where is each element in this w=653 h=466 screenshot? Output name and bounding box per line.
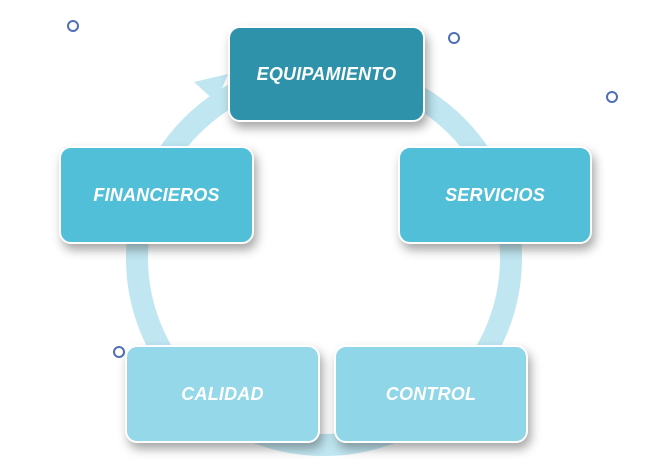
node-financieros: FINANCIEROS (59, 146, 254, 244)
node-label: SERVICIOS (445, 184, 545, 205)
decorative-dot (113, 346, 125, 358)
node-servicios: SERVICIOS (398, 146, 592, 244)
node-calidad: CALIDAD (125, 345, 320, 443)
node-label: EQUIPAMIENTO (256, 63, 397, 84)
decorative-dot (606, 91, 618, 103)
cycle-arrowhead (194, 74, 228, 102)
node-control: CONTROL (334, 345, 528, 443)
decorative-dot (67, 20, 79, 32)
node-label: CONTROL (385, 383, 477, 404)
node-label: CALIDAD (181, 383, 264, 404)
node-equipamiento: EQUIPAMIENTO (228, 26, 425, 122)
decorative-dot (448, 32, 460, 44)
node-label: FINANCIEROS (93, 184, 220, 205)
